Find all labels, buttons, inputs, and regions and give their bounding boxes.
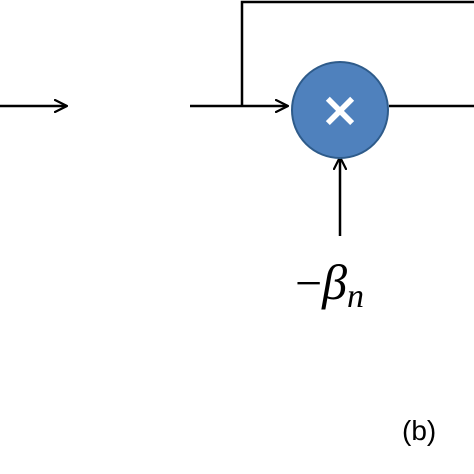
coefficient-sign: − [295, 257, 322, 310]
coefficient-subscript: n [347, 278, 364, 315]
multiplier-circle [291, 61, 389, 159]
bypass-path [240, 0, 474, 106]
panel-label: (b) [402, 415, 436, 446]
multiplier-node: × [291, 61, 389, 159]
multiply-symbol: × [320, 82, 360, 138]
coefficient-label: −βn [295, 254, 364, 315]
coefficient-symbol: β [321, 254, 347, 310]
